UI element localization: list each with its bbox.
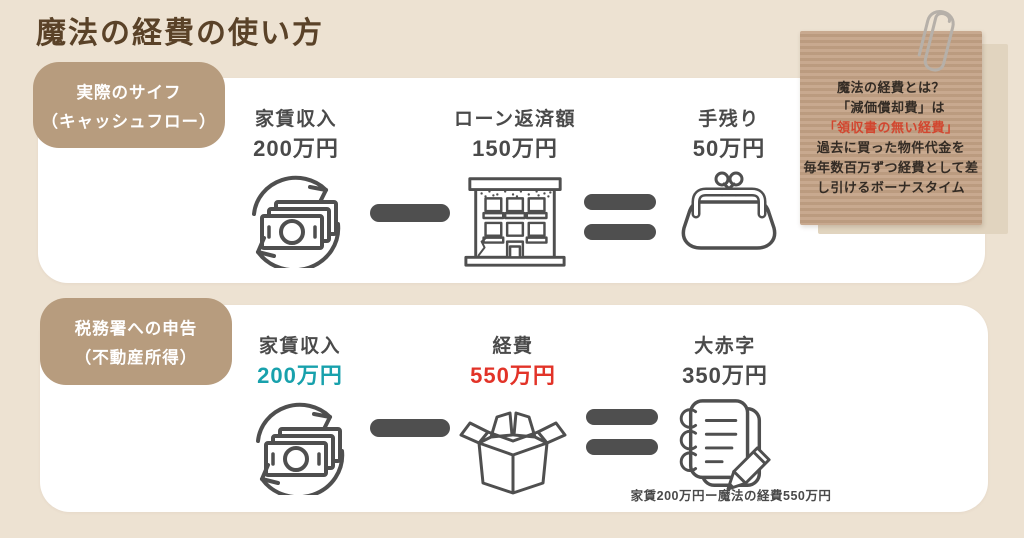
note-line: 過去に買った物件代金を [816,140,966,155]
cashflow-badge-line1: 実際のサイフ [76,83,182,102]
money-cycle-icon [252,175,341,269]
coin-purse-icon [681,171,777,250]
cashflow-badge-line2: （キャッシュフロー） [41,112,217,131]
loan-repayment-item: ローン返済額 150万円 [415,108,615,270]
paperclip-icon [917,10,955,72]
note-line: 毎年数百万ずつ経費として差 [803,160,979,175]
rent-income-item: 家賃収入 200万円 [196,108,396,269]
big-deficit-item: 大赤字 350万円 [625,335,825,497]
expenses-item: 経費 550万円 [413,335,613,495]
leftover-label: 手残り [698,109,760,130]
leftover-item: 手残り 50万円 [629,108,829,256]
money-cycle-icon [256,402,345,496]
minus-operator [370,204,450,222]
building-icon [464,177,566,267]
page-title: 魔法の経費の使い方 [36,17,324,50]
note-line: 魔法の経費とは？ [836,80,945,95]
big-deficit-label: 大赤字 [694,336,756,357]
rent-income-value: 200万円 [253,135,339,161]
rent-income-label: 家賃収入 [254,109,337,130]
note-line: し引けるボーナスタイム [816,180,966,195]
rent-income-declared-value: 200万円 [257,362,343,388]
cashflow-badge: 実際のサイフ （キャッシュフロー） [33,62,225,148]
loan-repayment-value: 150万円 [472,135,558,161]
rent-income-declared-item: 家賃収入 200万円 [200,335,400,496]
big-deficit-value: 350万円 [682,362,768,388]
tax-badge-line2: （不動産所得） [74,349,198,367]
tax-declaration-badge: 税務署への申告 （不動産所得） [40,298,232,385]
expenses-value: 550万円 [470,362,556,388]
notebook-pencil-icon [679,399,771,491]
tax-declaration-panel: 家賃収入 200万円 [40,305,988,512]
leftover-value: 50万円 [692,135,766,161]
note-line: 「減価償却費」は [836,100,945,115]
open-box-icon [459,411,567,495]
deficit-caption: 家賃200万円ー魔法の経費550万円 [630,489,832,503]
minus-operator [370,419,450,437]
rent-income-declared-label: 家賃収入 [258,336,341,357]
tax-badge-line1: 税務署への申告 [74,320,198,338]
loan-repayment-label: ローン返済額 [453,109,577,130]
note-line-highlight: 「領収書の無い経費」 [823,120,959,135]
expenses-label: 経費 [492,336,534,357]
sticky-note: 魔法の経費とは？ 「減価償却費」は 「領収書の無い経費」 過去に買った物件代金を… [800,31,982,225]
